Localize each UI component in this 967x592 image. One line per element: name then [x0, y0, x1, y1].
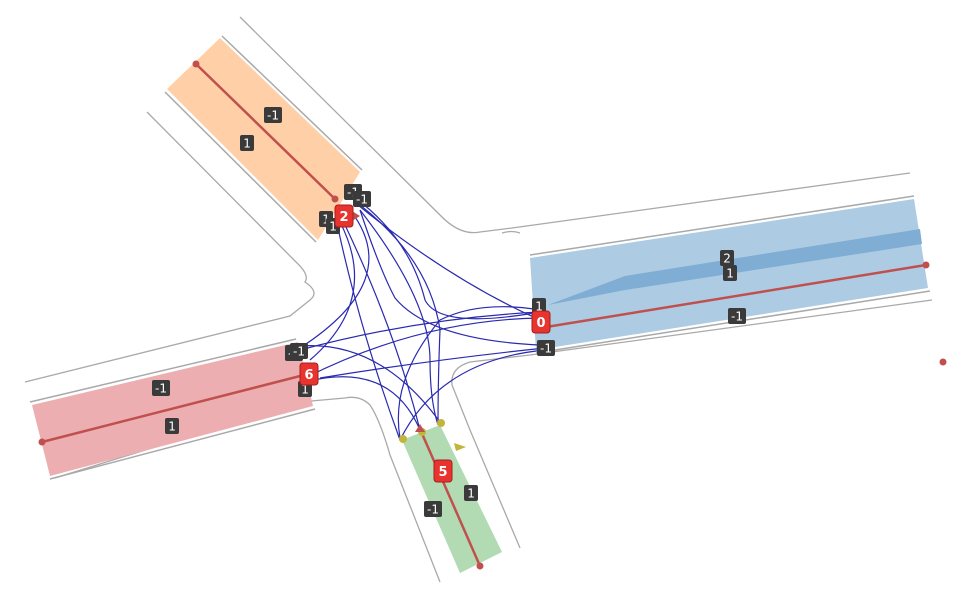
- lane-label: -1: [537, 340, 555, 356]
- lane-label-text: -1: [293, 345, 305, 359]
- west-reference-line: [41, 372, 309, 444]
- lane-label-text: -1: [347, 186, 359, 200]
- lane-label-text: -1: [155, 382, 167, 396]
- north-reference-point: [192, 60, 200, 68]
- lane-label-text: 1: [329, 220, 337, 234]
- lane-label-text: 1: [168, 420, 176, 434]
- contact-arrow: [454, 443, 466, 451]
- south-reference-point: [476, 562, 484, 570]
- north-reference-point: [331, 195, 339, 203]
- lane-label: -1: [264, 107, 282, 123]
- north-road: [164, 35, 363, 243]
- lane-label: 1: [532, 298, 546, 314]
- stray-reference-point: [939, 358, 947, 366]
- lane-label-text: 1: [535, 300, 543, 314]
- contact-point: [437, 419, 445, 427]
- lane-label: -1: [290, 343, 308, 359]
- west-road-edge: [49, 408, 316, 480]
- lane-label-text: -1: [356, 193, 368, 207]
- west-road: [29, 338, 316, 480]
- contact-point: [399, 435, 407, 443]
- north-road-edge: [164, 91, 317, 243]
- lane-label-text: -1: [540, 342, 552, 356]
- north-road-surface: [167, 38, 360, 240]
- lane-label: 1: [165, 418, 179, 434]
- lane-label-text: -1: [267, 109, 279, 123]
- south-road: [402, 425, 502, 573]
- contact-points: [352, 211, 466, 451]
- road-id-text: 5: [438, 465, 447, 480]
- curb-lines: [24, 16, 933, 583]
- west-road-edge: [29, 338, 297, 403]
- contact-arrow: [352, 211, 360, 221]
- junction-connections: [299, 199, 546, 441]
- lane-label-text: 2: [723, 252, 731, 266]
- lane-label-text: 1: [467, 487, 475, 501]
- lane-label-text: 1: [726, 267, 734, 281]
- lane-label: -1: [353, 191, 371, 207]
- lane-label: -1: [152, 380, 170, 396]
- road-id-badge[interactable]: 2: [334, 204, 354, 228]
- north-road-edge: [221, 35, 363, 171]
- lane-label-text: 1: [322, 213, 330, 227]
- road-id-text: 6: [304, 368, 313, 383]
- lane-label-text: -1: [731, 310, 743, 324]
- lane-label: -1: [728, 308, 746, 324]
- lane-label-text: 1: [301, 383, 309, 397]
- road-id-text: 0: [536, 316, 545, 331]
- lane-label-text: -1: [427, 503, 439, 517]
- lane-label: 1: [240, 135, 254, 151]
- lane-label: 2: [720, 250, 734, 266]
- east-road: [529, 195, 947, 366]
- east-road-edge: [529, 195, 915, 256]
- west-reference-point: [38, 438, 46, 446]
- east-reference-line: [539, 263, 927, 330]
- lane-label: 1: [464, 485, 478, 501]
- lane-label: 1: [723, 265, 737, 281]
- road-id-text: 2: [339, 210, 348, 225]
- road-id-badge[interactable]: 5: [433, 459, 453, 483]
- north-reference-line: [195, 63, 336, 200]
- road-id-badge[interactable]: 0: [531, 310, 551, 334]
- east-reference-point: [922, 261, 930, 269]
- lane-label-text: 1: [243, 137, 251, 151]
- lane-label: -1: [424, 501, 442, 517]
- south-reference-line: [418, 428, 482, 567]
- contact-arrow: [415, 424, 425, 432]
- road-id-badge[interactable]: 6: [299, 362, 319, 386]
